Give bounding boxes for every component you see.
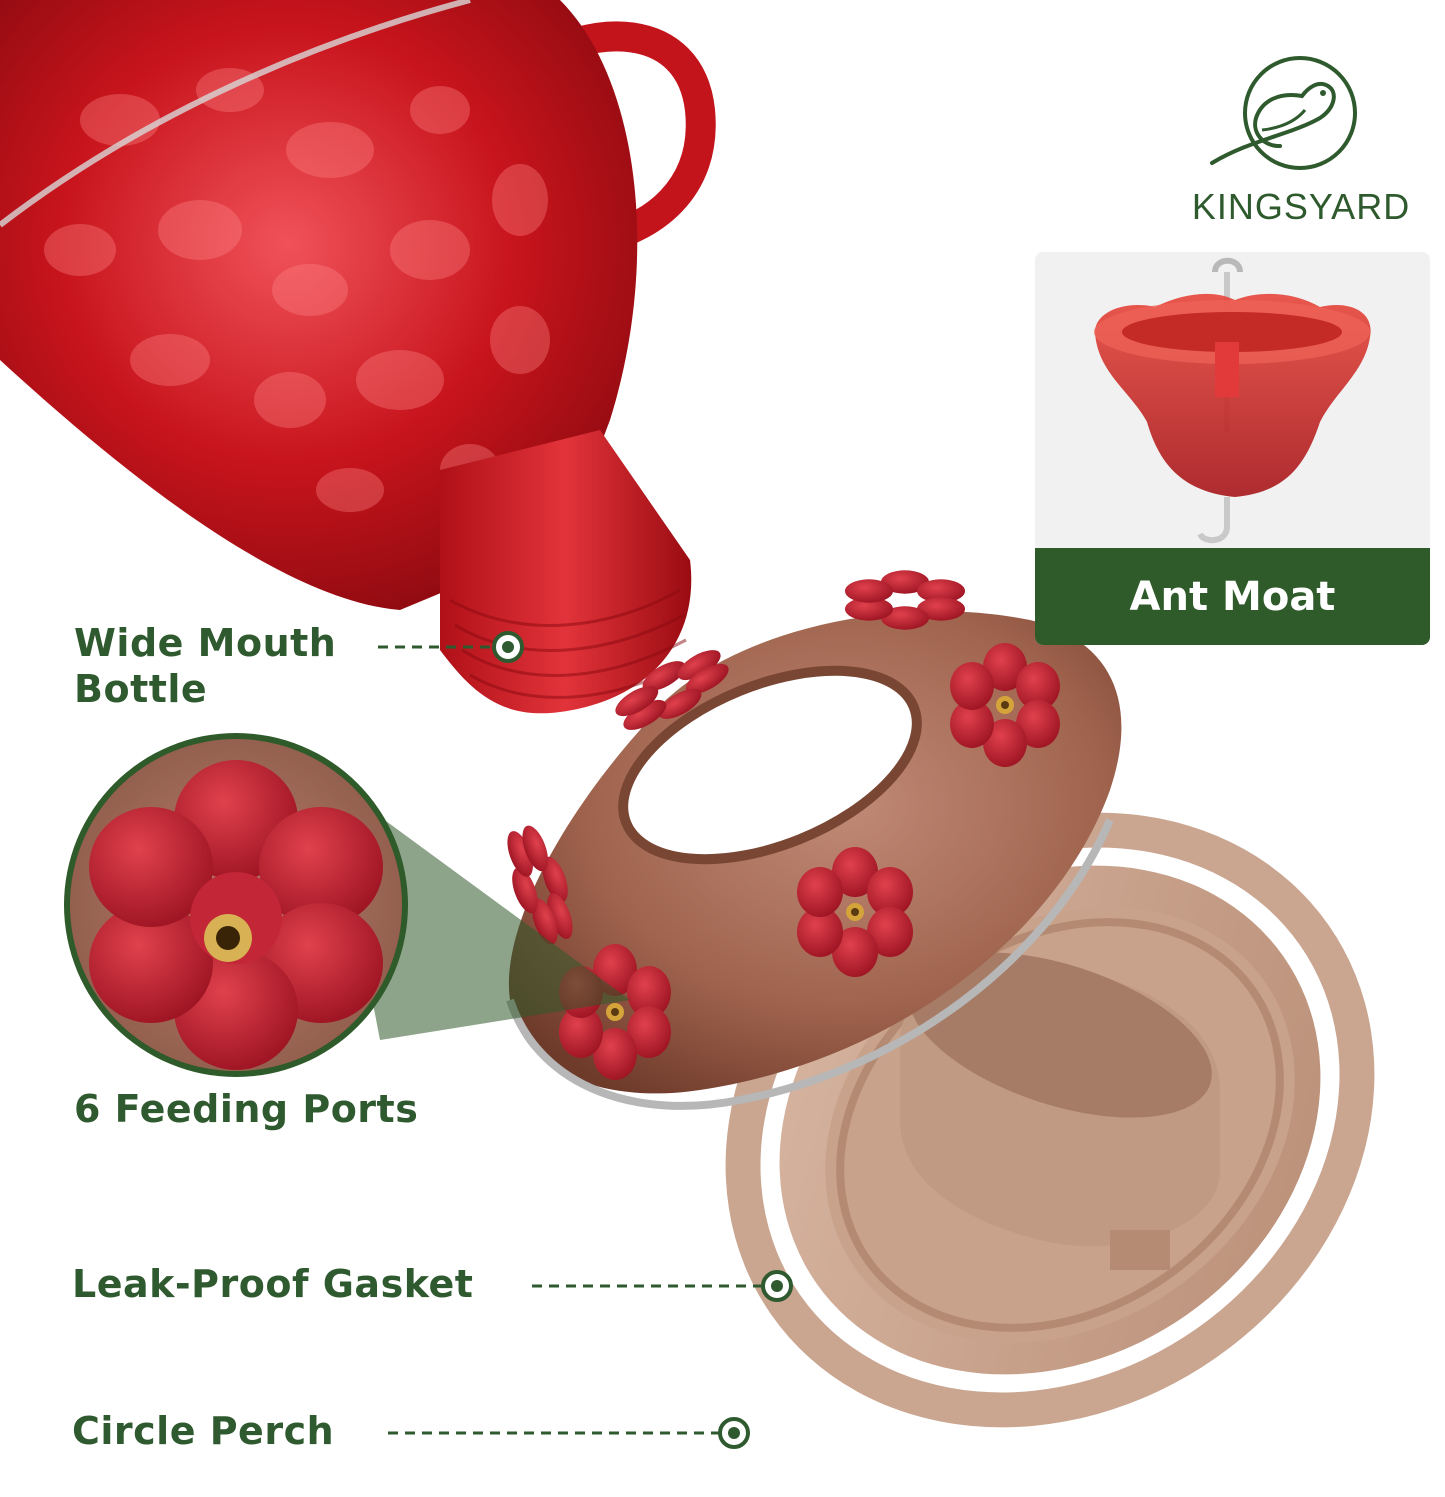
zoom-cone [330,780,630,1040]
bottle-label-line2: Bottle [74,667,208,711]
gasket-label: Leak-Proof Gasket [72,1262,474,1306]
brand-name: KINGSYARD [1191,186,1411,227]
feeding-ports [507,570,1060,1080]
bottle-label-line1: Wide Mouth [74,621,337,665]
bottle [0,0,716,714]
feeding-port [950,643,1060,767]
feeding-port [615,650,729,730]
feeding-port [797,847,913,977]
callout-dots [492,631,793,1449]
feeding-port [845,570,965,630]
bottle-wire [0,0,471,228]
ant-moat-caption: Ant Moat [1035,548,1430,645]
bird-icon [1210,56,1357,170]
feeding-port [507,825,573,945]
base-opening [618,665,922,865]
perch-label: Circle Perch [72,1409,335,1453]
zoom-detail [64,733,408,1077]
ant-moat-card: Ant Moat [1035,252,1430,645]
bottle-body [0,0,638,610]
ant-moat-image [1094,257,1371,544]
leader-lines [378,645,765,1435]
ports-label: 6 Feeding Ports [74,1087,419,1131]
